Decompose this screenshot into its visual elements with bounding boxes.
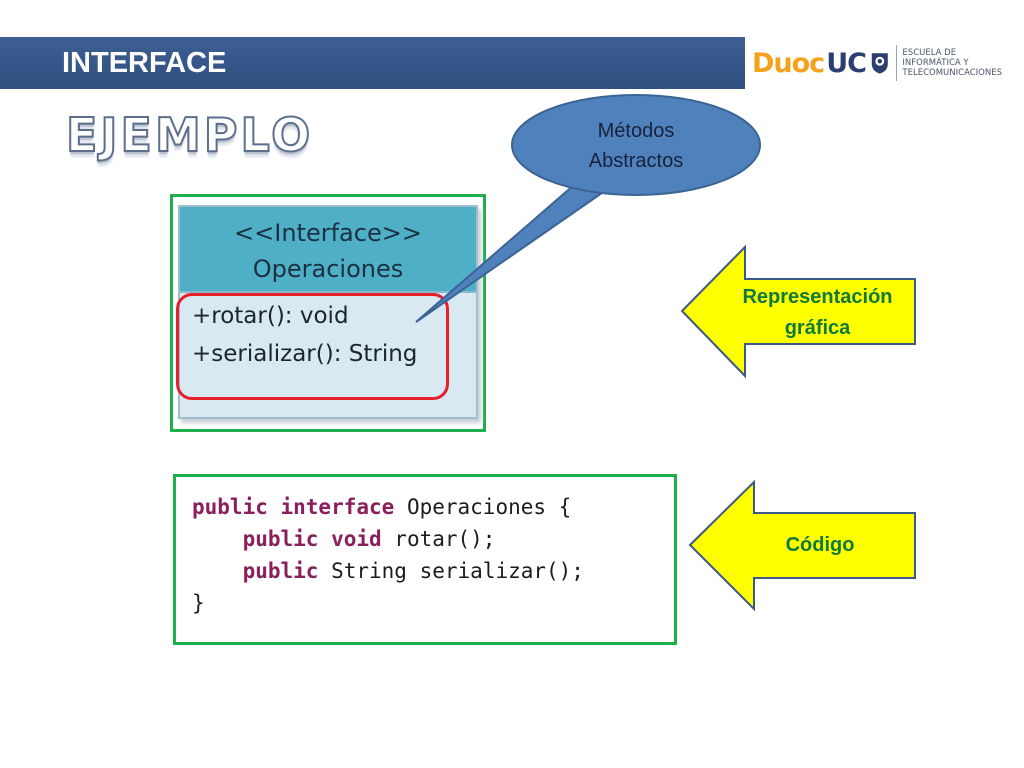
- logo-brand-uc: UC: [826, 47, 867, 79]
- callout-line-1: Métodos: [597, 120, 675, 142]
- uml-stereotype: <<Interface>>: [234, 219, 422, 247]
- uc-seal-icon: [871, 53, 888, 74]
- representation-arrow: [680, 244, 916, 379]
- code-keyword: public void: [242, 527, 382, 551]
- slide-title: EJEMPLO: [65, 107, 314, 163]
- uml-method: +serializar(): String: [192, 341, 418, 367]
- code-keyword: public: [242, 559, 319, 583]
- logo-school-name: ESCUELA DE INFORMÁTICA Y TELECOMUNICACIO…: [902, 48, 1002, 78]
- code-text: String serializar();: [318, 559, 584, 583]
- logo-separator: [895, 45, 897, 81]
- code-arrow: [688, 479, 916, 612]
- code-line-1: public interface Operaciones {: [192, 495, 571, 519]
- uml-method: +rotar(): void: [192, 303, 349, 329]
- representation-arrow-label: Representación gráfica: [725, 282, 910, 344]
- callout-line-2: Abstractos: [588, 150, 684, 172]
- methods-highlight: [176, 293, 449, 400]
- logo-school-line-3: TELECOMUNICACIONES: [902, 68, 1002, 78]
- uml-class-box: <<Interface>> Operaciones +rotar(): void…: [178, 205, 478, 419]
- callout-bubble-body: [511, 94, 761, 196]
- duocuc-logo: Duoc UC ESCUELA DE INFORMÁTICA Y TELECOM…: [752, 41, 1002, 85]
- code-line-3: public String serializar();: [192, 559, 584, 583]
- uml-green-frame: [170, 194, 486, 432]
- uml-class-header: <<Interface>> Operaciones: [180, 207, 476, 293]
- code-arrow-label: Código: [785, 534, 855, 556]
- arrow-label-line-2: gráfica: [784, 317, 851, 339]
- logo-school-line-1: ESCUELA DE: [902, 48, 957, 58]
- code-text: }: [192, 591, 205, 615]
- callout-text: Métodos Abstractos: [548, 116, 724, 176]
- code-keyword: public interface: [192, 495, 395, 519]
- code-text: rotar();: [381, 527, 496, 551]
- logo-brand-duoc: Duoc: [752, 47, 825, 79]
- logo-school-line-2: INFORMÁTICA Y: [902, 58, 969, 68]
- uml-class-name: Operaciones: [252, 255, 404, 283]
- code-text: Operaciones {: [394, 495, 572, 519]
- code-green-frame: public interface Operaciones { public vo…: [173, 474, 677, 645]
- callout-bubble: [415, 176, 615, 323]
- code-line-2: public void rotar();: [192, 527, 496, 551]
- arrow-label-line-1: Representación: [742, 286, 893, 308]
- code-line-4: }: [192, 591, 205, 615]
- header-bar: [0, 37, 745, 89]
- header-title: INTERFACE: [62, 47, 227, 79]
